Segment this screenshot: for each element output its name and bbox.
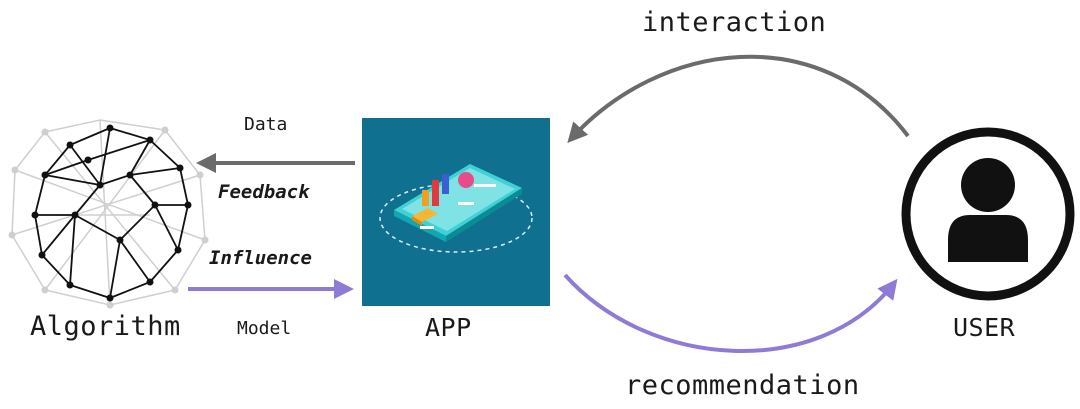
interaction-label: interaction xyxy=(642,7,827,38)
data-label: Data xyxy=(244,114,288,135)
recommendation-label: recommendation xyxy=(625,370,860,401)
feedback-label: Feedback xyxy=(218,181,310,203)
smartphone-analytics-icon xyxy=(379,164,533,253)
algorithm-label: Algorithm xyxy=(30,311,181,342)
influence-label: Influence xyxy=(209,247,312,269)
user-avatar-icon xyxy=(901,127,1075,301)
user-label: USER xyxy=(953,313,1016,342)
app-label: APP xyxy=(425,313,472,342)
model-label: Model xyxy=(237,318,292,339)
app-image xyxy=(362,118,550,306)
interaction-arrow xyxy=(567,54,910,143)
recommendation-arrow xyxy=(563,273,898,354)
algorithm-network-icon xyxy=(8,119,209,309)
